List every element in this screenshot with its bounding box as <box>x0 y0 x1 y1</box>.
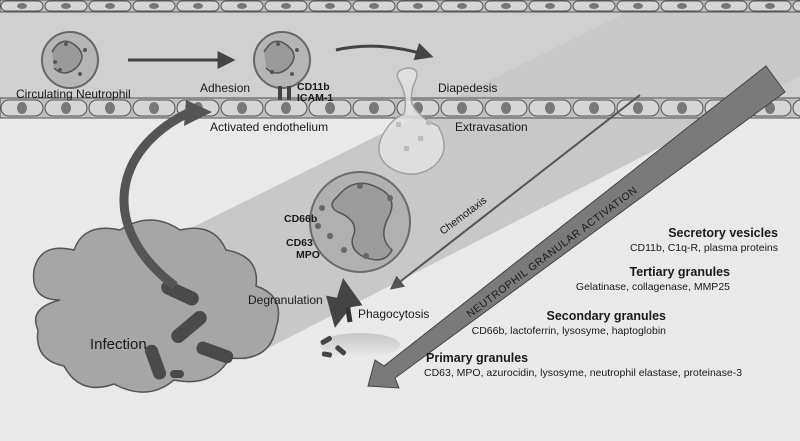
granule-name: Primary granules <box>426 351 528 365</box>
label-infection: Infection <box>90 336 147 353</box>
endothelial-nucleus <box>281 3 291 9</box>
endothelial-nucleus <box>721 3 731 9</box>
endothelial-nucleus <box>105 3 115 9</box>
label-cd11b: CD11b <box>297 81 330 93</box>
endothelial-nucleus <box>501 102 511 114</box>
granule-shadow <box>320 333 400 357</box>
endothelial-nucleus <box>457 102 467 114</box>
endothelial-nucleus <box>589 102 599 114</box>
label-adhesion: Adhesion <box>200 81 250 95</box>
endothelial-nucleus <box>633 102 643 114</box>
label-extravasation: Extravasation <box>455 120 528 134</box>
endothelial-nucleus <box>149 3 159 9</box>
adhering-neutrophil-cell <box>253 31 311 100</box>
granule-name: Tertiary granules <box>629 265 730 279</box>
chemotaxis-arrow <box>389 94 641 290</box>
endothelial-nucleus <box>17 102 27 114</box>
endothelial-nucleus <box>237 102 247 114</box>
endothelial-nucleus <box>413 3 423 9</box>
granule-contents: CD63, MPO, azurocidin, lysosyme, neutrop… <box>424 367 742 379</box>
endothelial-nucleus <box>325 102 335 114</box>
endothelial-nucleus <box>589 3 599 9</box>
endothelial-nucleus <box>677 3 687 9</box>
endothelial-nucleus <box>149 102 159 114</box>
infection-signal-arrow <box>119 107 192 290</box>
endothelial-nucleus <box>677 102 687 114</box>
endothelial-nucleus <box>765 3 775 9</box>
label-circulating-neutrophil: Circulating Neutrophil <box>16 87 131 101</box>
endothelial-cell <box>792 99 800 117</box>
granule-contents: CD66b, lactoferrin, lysosyme, haptoglobi… <box>472 325 667 337</box>
endothelial-nucleus <box>17 3 27 9</box>
released-granules <box>320 336 347 358</box>
endothelial-nucleus <box>501 3 511 9</box>
infection-cloud <box>32 219 280 393</box>
flow-arrow-2 <box>335 43 434 61</box>
granule-name: Secretory vesicles <box>668 226 778 240</box>
endothelial-nucleus <box>61 3 71 9</box>
endothelial-nucleus <box>193 3 203 9</box>
endothelial-nucleus <box>545 3 555 9</box>
endothelial-nucleus <box>237 3 247 9</box>
label-phagocytosis: Phagocytosis <box>358 307 429 321</box>
endothelial-nucleus <box>369 3 379 9</box>
tissue-band <box>110 6 800 360</box>
circulating-neutrophil-cell <box>41 31 99 89</box>
label-diapedesis: Diapedesis <box>438 81 497 95</box>
granule-contents: Gelatinase, collagenase, MMP25 <box>576 281 730 293</box>
endothelial-cell <box>792 0 800 12</box>
label-mpo: MPO <box>296 249 320 261</box>
endothelial-nucleus <box>369 102 379 114</box>
granule-contents: CD11b, C1q-R, plasma proteins <box>630 242 778 254</box>
endothelial-nucleus <box>457 3 467 9</box>
label-degranulation: Degranulation <box>248 293 323 307</box>
endothelial-nucleus <box>281 102 291 114</box>
infection-signal-arrowhead <box>184 100 212 126</box>
granule-name: Secondary granules <box>547 309 667 323</box>
granule-list: Secretory vesicles CD11b, C1q-R, plasma … <box>424 226 778 379</box>
endothelial-nucleus <box>633 3 643 9</box>
label-cd66b: CD66b <box>284 213 317 225</box>
label-icam1: ICAM-1 <box>297 92 333 104</box>
label-activated-endothelium: Activated endothelium <box>210 120 328 134</box>
label-cd63: CD63 <box>286 237 313 249</box>
granular-activation-arrow <box>367 65 786 389</box>
diapedesis-cell <box>378 67 445 175</box>
tissue-neutrophil-cell <box>309 171 411 273</box>
endothelial-nucleus <box>61 102 71 114</box>
endothelial-nucleus <box>105 102 115 114</box>
degranulation-arrows <box>325 278 363 328</box>
endothelium-top <box>0 0 800 13</box>
endothelial-nucleus <box>325 3 335 9</box>
endothelial-nucleus <box>545 102 555 114</box>
